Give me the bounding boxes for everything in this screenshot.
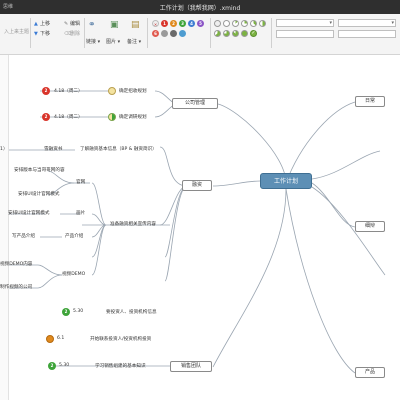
priority-2-icon[interactable]: 2 (170, 20, 177, 27)
image-button[interactable]: 图片 ▾ (106, 39, 121, 45)
item-task[interactable]: 学习销售组建的基本知识 (95, 364, 146, 369)
image-icon[interactable]: ▣ (110, 20, 119, 30)
priority-badge: 2 (42, 87, 50, 95)
official-label[interactable]: 官网 (76, 180, 86, 185)
link-button[interactable]: 链接 ▾ (86, 39, 101, 45)
official-item[interactable]: 安排版本与当哥哥网的容 (14, 168, 65, 173)
arrow-up-icon: ▲ (34, 21, 38, 27)
topic-company-management[interactable]: 公司管理 (172, 98, 218, 109)
priority-5-icon[interactable]: 5 (197, 20, 204, 27)
topic-sales-team[interactable]: 销售团队 (170, 361, 212, 372)
delete-button[interactable]: ⌫删除 (64, 31, 81, 37)
prepare-branch[interactable]: 准备融资相关宣传内容 (110, 222, 156, 227)
edit-button[interactable]: ✎编辑 (64, 21, 81, 27)
item-task[interactable]: 要投资人、投资机构信息 (106, 310, 157, 315)
item-date[interactable]: 6.1 (57, 336, 65, 341)
priority-1-icon[interactable]: 1 (161, 20, 168, 27)
progress-7-icon[interactable] (232, 30, 239, 37)
toolbar-divider (210, 18, 211, 48)
video-demo-label[interactable]: 视频DEMO (62, 272, 86, 277)
window-title: 工作计划（我帮我网）.xmind (159, 5, 241, 12)
font-size-field[interactable] (276, 30, 334, 38)
priority-7-icon[interactable] (161, 30, 168, 37)
app-label: 思维 (3, 4, 14, 10)
style-select[interactable]: ▾ (338, 19, 396, 27)
topic-finance[interactable]: 融资 (182, 180, 212, 191)
progress-5-icon[interactable] (214, 30, 221, 37)
toolbar-divider (271, 18, 272, 48)
progress-0-icon[interactable] (223, 20, 230, 27)
investor-number[interactable]: 1） (0, 147, 8, 152)
investor-leaf[interactable]: 雪融资书 (44, 147, 63, 152)
progress-2-icon[interactable] (241, 20, 248, 27)
chevron-down-icon: ▾ (391, 20, 394, 26)
item-date[interactable]: 4.18（周二） (54, 115, 83, 120)
progress-3-icon[interactable] (250, 20, 257, 27)
left-scroll-strip[interactable] (0, 55, 9, 400)
progress-6-icon[interactable] (223, 30, 230, 37)
official-item[interactable]: 安排UI设计官网模式 (18, 192, 60, 197)
topic-detail[interactable]: 细辩 (355, 221, 385, 232)
product-intro-item[interactable]: 写产品介绍 (12, 234, 35, 239)
note-button[interactable]: 备注 ▾ (127, 39, 142, 45)
item-task[interactable]: 确定调研规划 (119, 115, 147, 120)
chevron-down-icon: ▾ (329, 20, 332, 26)
item-date[interactable]: 5.30 (59, 363, 70, 368)
pencil-icon: ✎ (64, 21, 69, 27)
search-field[interactable] (338, 30, 396, 38)
item-task[interactable]: 确定招收规划 (119, 89, 147, 94)
progress-icon (108, 87, 116, 95)
arrow-down-icon: ▼ (34, 31, 38, 37)
partial-toolbar-label: 入上来主题 (4, 29, 30, 35)
progress-4-icon[interactable] (259, 20, 266, 27)
progress-icon (46, 335, 54, 343)
topic-daily[interactable]: 日常 (355, 96, 385, 107)
trash-icon: ⌫ (64, 31, 72, 37)
brochure-label[interactable]: 画片 (76, 211, 86, 216)
toolbar-divider (84, 18, 85, 48)
priority-3-icon[interactable]: 3 (179, 20, 186, 27)
font-select[interactable]: ▾ (276, 19, 334, 27)
toolbar: 入上来主题 ▲上移 ▼下移 ✎编辑 ⌫删除 ⚭ 链接 ▾ ▣ 图片 ▾ ▤ 备注… (0, 14, 400, 55)
remove-progress-icon[interactable] (214, 20, 221, 27)
video-item[interactable]: 视频DEMO内容 (0, 262, 33, 267)
remove-priority-icon[interactable]: ✕ (152, 20, 159, 27)
note-icon[interactable]: ▤ (131, 20, 140, 30)
priority-badge: 2 (48, 362, 56, 370)
item-task[interactable]: 开始联系投资人/投资机构投资 (90, 337, 152, 342)
move-down-button[interactable]: ▼下移 (34, 31, 51, 37)
item-date[interactable]: 5.30 (73, 309, 84, 314)
toolbar-divider (30, 18, 31, 48)
video-item[interactable]: 制作视频的公司 (0, 285, 33, 290)
move-up-button[interactable]: ▲上移 (34, 21, 51, 27)
central-topic[interactable]: 工作计划 (260, 173, 312, 189)
brochure-item[interactable]: 安排UI设计官网模式 (8, 211, 50, 216)
investor-branch[interactable]: 了解融资基本信息（BP & 融资简识） (80, 147, 157, 152)
item-date[interactable]: 4.18（周二） (54, 89, 83, 94)
priority-8-icon[interactable] (170, 30, 177, 37)
mindmap-canvas[interactable]: 工作计划 公司管理 日常 融资 细辩 销售团队 产品 2 4.18（周二） 确定… (0, 55, 400, 400)
priority-badge: 2 (62, 308, 70, 316)
progress-1-icon[interactable] (232, 20, 239, 27)
progress-done-icon[interactable] (241, 30, 248, 37)
title-bar: 思维 工作计划（我帮我网）.xmind (0, 0, 400, 14)
progress-icon (108, 113, 116, 121)
product-intro-label[interactable]: 产品介绍 (65, 234, 84, 239)
toolbar-divider (147, 18, 148, 48)
topic-product[interactable]: 产品 (355, 367, 385, 378)
priority-badge: 2 (42, 113, 50, 121)
priority-4-icon[interactable]: 4 (188, 20, 195, 27)
priority-6-icon[interactable]: 6 (152, 30, 159, 37)
check-icon[interactable]: ✓ (250, 30, 257, 37)
link-icon[interactable]: ⚭ (88, 20, 96, 30)
priority-9-icon[interactable] (179, 30, 186, 37)
